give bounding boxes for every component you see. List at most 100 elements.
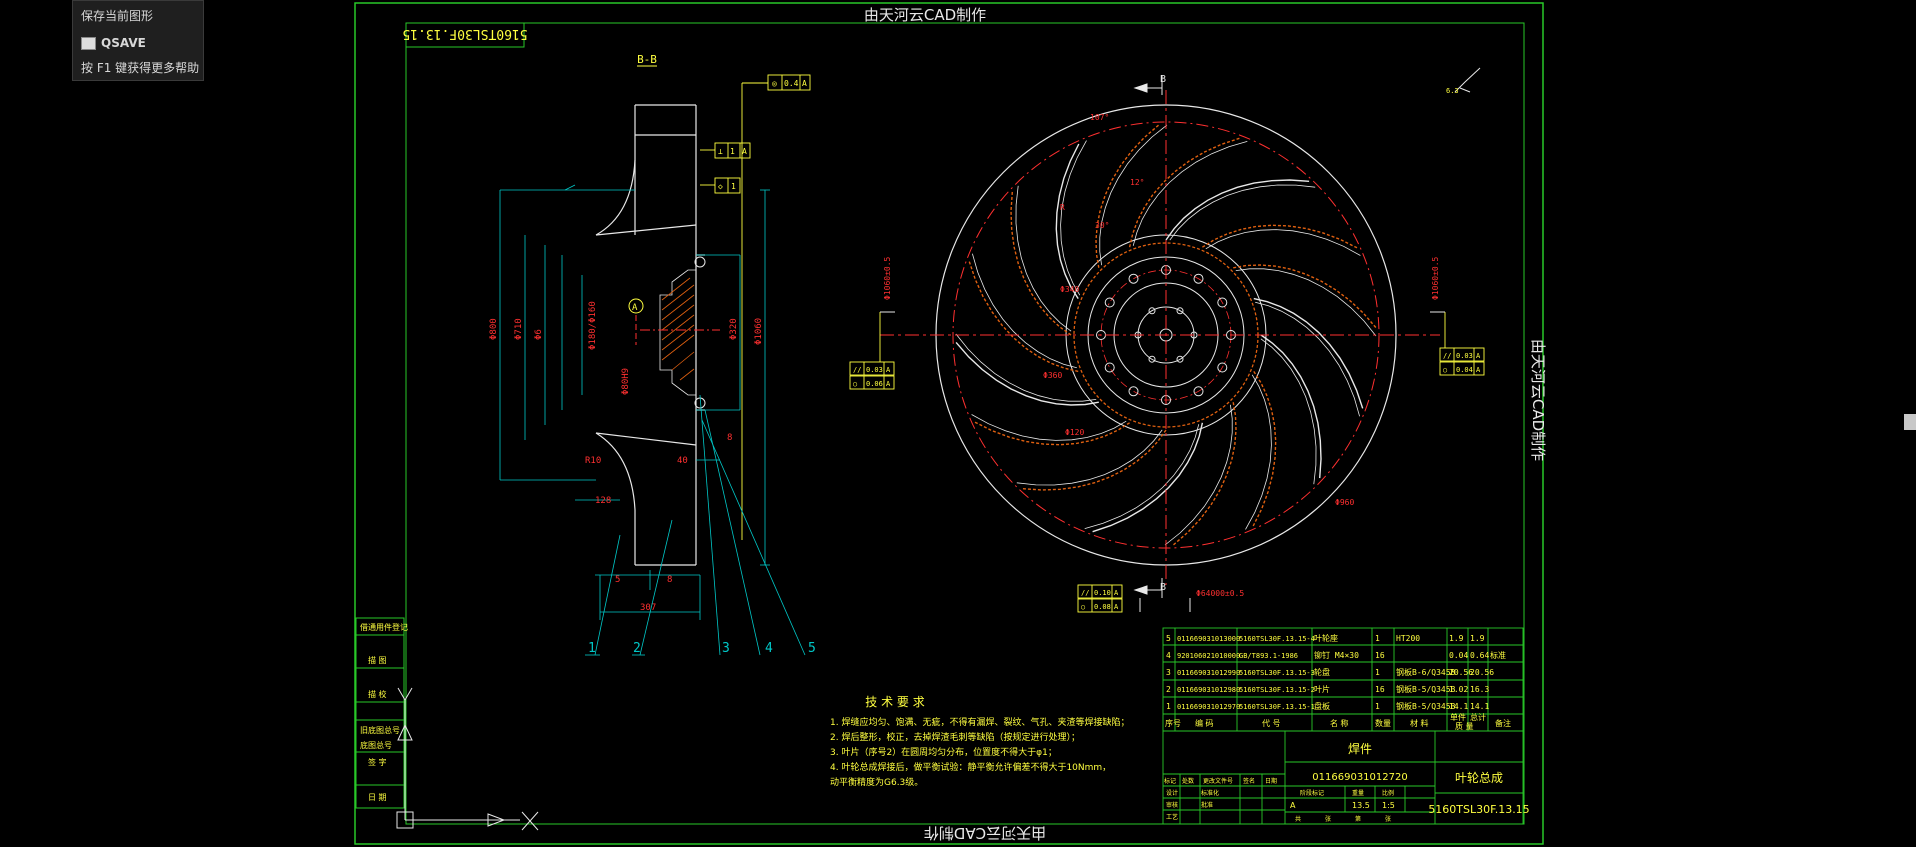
svg-text:A: A	[1476, 352, 1481, 360]
bom-cell: 1.02	[1449, 685, 1468, 694]
svg-text:Φ180/Φ160: Φ180/Φ160	[588, 301, 598, 350]
roughness-symbol	[1454, 67, 1481, 93]
tech-req-line-3: 3. 叶片（序号2）在圆周均匀分布，位置度不得大于φ1；	[830, 746, 1057, 758]
impeller-blade	[955, 341, 1099, 406]
tb-label-2: 更改文件号	[1203, 777, 1233, 785]
svg-text:◇: ◇	[718, 182, 723, 191]
impeller-blade-edge	[1169, 184, 1316, 241]
impeller-blade	[1092, 422, 1204, 533]
bom-cell: 5160TSL30F.13.15-3	[1239, 669, 1315, 677]
tb-label-16: 张	[1385, 815, 1391, 823]
bom-cell: 011669031012980	[1177, 686, 1240, 694]
bom-cell: 1.9	[1449, 634, 1464, 643]
bom-header-1: 编 码	[1195, 718, 1214, 728]
impeller-blade	[1095, 124, 1160, 268]
svg-text:1: 1	[731, 182, 736, 191]
bom-cell: GB/T893.1-1986	[1239, 652, 1298, 660]
svg-text:A: A	[802, 79, 807, 88]
title-scale: 1:5	[1382, 801, 1395, 810]
balloon-5: 5	[808, 641, 816, 656]
rivet-hole	[1176, 307, 1184, 315]
tech-req-title: 技 术 要 求	[865, 695, 924, 709]
tb-label-7: 工艺	[1166, 813, 1178, 821]
svg-text:Φ340: Φ340	[1060, 285, 1079, 294]
svg-text:A: A	[742, 147, 747, 156]
impeller-blades	[955, 124, 1377, 546]
impeller-blade	[968, 261, 1079, 373]
tech-req-line-5: 动平衡精度为G6.3级。	[830, 776, 923, 788]
bom-cell: 0.64	[1470, 651, 1489, 660]
bom-cell: 2	[1166, 685, 1171, 694]
svg-text:Φ320: Φ320	[729, 318, 739, 340]
rivet-hole	[1176, 355, 1184, 363]
title-drawing-no: 5160TSL30F.13.15	[1428, 803, 1529, 816]
svg-text:Φ1060±0.5: Φ1060±0.5	[1431, 256, 1440, 300]
drawing-number-text: 5160TSL30F.13.15	[402, 26, 527, 41]
bom-cell: 011669031012990	[1177, 669, 1240, 677]
bolt-hole	[1193, 273, 1204, 284]
watermark-side: 由天河云CAD制作	[1529, 339, 1547, 461]
impeller-blade-edge	[1235, 268, 1377, 337]
bom-header-0: 序号	[1165, 718, 1181, 728]
rivet-hole	[1148, 307, 1156, 315]
view-b-arrow-top	[1133, 75, 1163, 95]
tooltip-command-row: QSAVE	[81, 36, 146, 50]
tb-label-11: 重量	[1352, 789, 1364, 797]
bolt-hole	[1104, 297, 1115, 308]
impeller-blade	[1260, 334, 1322, 479]
title-weight: 13.5	[1352, 801, 1370, 810]
svg-text://: //	[1081, 589, 1089, 597]
bom-cell: 20.56	[1470, 668, 1494, 677]
svg-text:5: 5	[615, 575, 620, 585]
bom-cell: 叶片	[1314, 684, 1330, 694]
impeller-blade-edge	[1164, 404, 1233, 546]
tech-req-line-1: 1. 焊缝应均匀、饱满、无疵，不得有漏焊、裂纹、气孔、夹渣等焊接缺陷；	[830, 716, 1129, 728]
svg-text:6.3: 6.3	[1446, 87, 1459, 95]
bom-cell: 叶轮座	[1314, 633, 1338, 643]
svg-text:30°: 30°	[1095, 221, 1109, 230]
view-label-bottom: B	[1160, 582, 1166, 593]
bom-cell: 1	[1375, 634, 1380, 643]
tooltip-command: QSAVE	[101, 36, 146, 50]
tolerance-frames-right	[849, 312, 1485, 613]
impeller-blade	[1253, 297, 1364, 409]
bom-cell: 920106021010000	[1177, 652, 1240, 660]
bom-cell: HT200	[1396, 634, 1420, 643]
front-view-impeller: B B	[849, 67, 1485, 613]
impeller-blade-edge	[972, 253, 1077, 369]
archive-label-6: 日 期	[368, 793, 387, 802]
svg-text:A: A	[1114, 589, 1119, 597]
title-part-name: 叶轮总成	[1455, 771, 1503, 785]
archive-label-5: 签 字	[368, 757, 387, 767]
bom-cell: 钢板B-5/Q345B	[1396, 701, 1456, 711]
bolt-hole	[1128, 386, 1139, 397]
svg-text:Φ360: Φ360	[1043, 371, 1062, 380]
title-block: 焊件 011669031012720 叶轮总成 5160TSL30F.13.15…	[1162, 730, 1530, 825]
scrollbar-thumb[interactable]	[1904, 414, 1916, 430]
tb-label-8: 标准化	[1201, 789, 1219, 797]
tb-label-15: 第	[1355, 815, 1361, 823]
bom-cell: 011669031012970	[1177, 703, 1240, 711]
svg-text:0.06: 0.06	[866, 380, 883, 388]
bom-header-2: 代 号	[1262, 718, 1281, 728]
svg-text:0.10: 0.10	[1094, 589, 1111, 597]
svg-text:40: 40	[677, 456, 688, 466]
archive-label-1: 描 图	[368, 655, 387, 665]
tb-label-6: 审核	[1166, 801, 1178, 809]
bom-cell: 4	[1166, 651, 1171, 660]
bom-header-6: 单件	[1450, 712, 1466, 722]
tb-label-10: 阶段标记	[1300, 789, 1324, 797]
bom-header-7: 总计	[1470, 712, 1486, 722]
bom-weight-label: 质 量	[1455, 721, 1474, 731]
impeller-blade	[1055, 143, 1080, 299]
bolt-hole	[1128, 273, 1139, 284]
impeller-blade	[1252, 371, 1277, 527]
impeller-blade-edge	[1255, 301, 1360, 417]
svg-text:307: 307	[640, 603, 656, 613]
bom-cell: 3	[1166, 668, 1171, 677]
tech-req-line-4: 4. 叶轮总成焊接后，做平衡试验：静平衡允许偏差不得大于10Nmm，	[830, 761, 1111, 773]
svg-text:Φ1060: Φ1060	[754, 318, 764, 345]
svg-text:12°: 12°	[1130, 178, 1144, 187]
